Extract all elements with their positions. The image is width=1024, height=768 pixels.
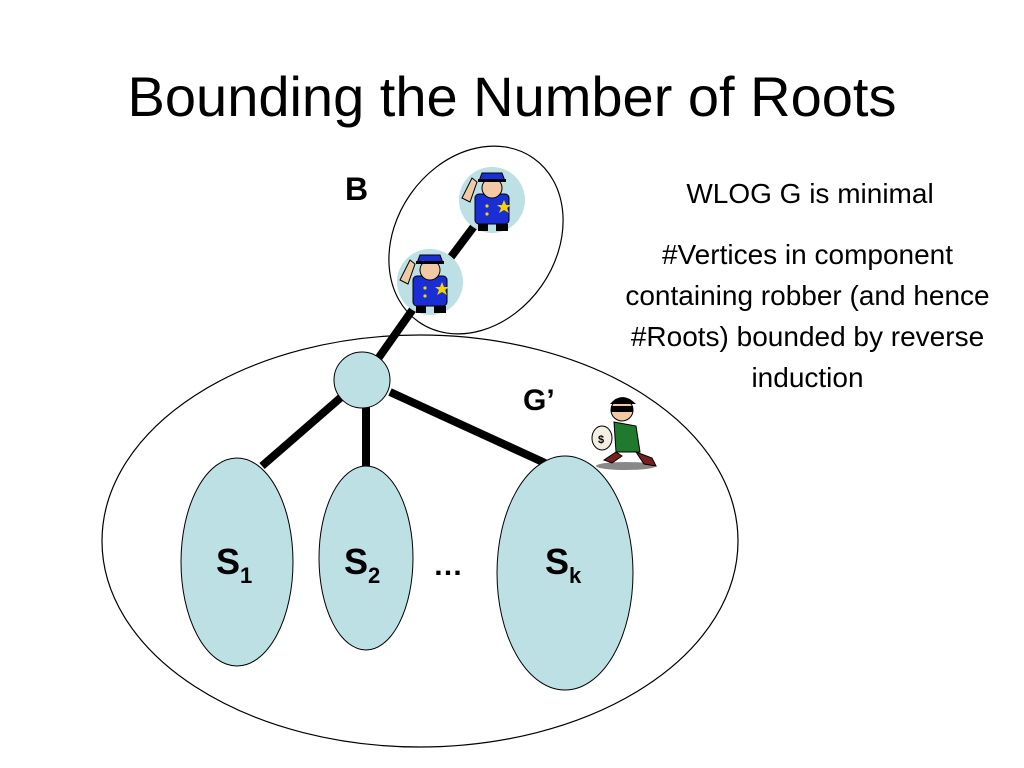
edge-root-to-sk	[388, 388, 547, 467]
police-officer-icon	[459, 167, 525, 233]
subtree-label-s1: S1	[216, 541, 252, 588]
subtree-label-s2: S2	[344, 541, 380, 588]
police-officer-icon	[397, 249, 463, 315]
slide-title: Bounding the Number of Roots	[127, 65, 897, 128]
subtree-s2	[318, 465, 414, 651]
note-minimal: WLOG G is minimal	[686, 178, 934, 209]
subtree-sk	[496, 455, 634, 691]
note-vertices-bound: #Vertices in component containing robber…	[625, 239, 990, 393]
subtree-label-sk: Sk	[545, 541, 582, 588]
bag-b	[388, 145, 564, 335]
subtree-s1	[180, 457, 294, 667]
robber-icon: $	[591, 397, 657, 470]
region-g-prime	[101, 334, 739, 748]
ellipsis-label: …	[433, 549, 463, 582]
edge-root-to-s1	[259, 389, 349, 470]
label-b: B	[345, 171, 368, 207]
label-g-prime: G’	[523, 384, 555, 417]
svg-text:$: $	[598, 434, 604, 446]
root-node	[333, 351, 391, 409]
